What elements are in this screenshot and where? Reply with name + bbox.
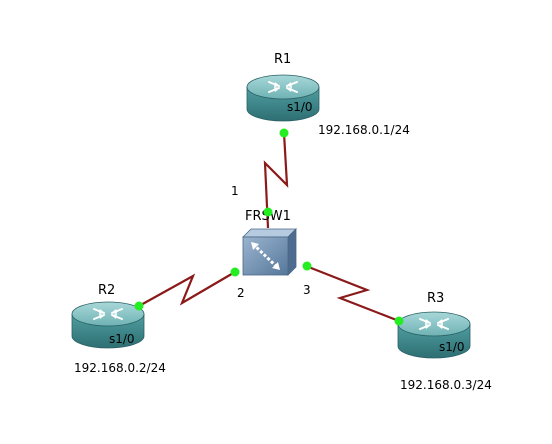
ip-label: 192.168.0.2/24 [74,361,166,375]
port-indicators [134,128,404,326]
port-dot-r3 [394,316,404,326]
router-r1[interactable]: R1 s1/0 192.168.0.1/24 [246,52,410,137]
router-icon [246,74,320,122]
ip-label: 192.168.0.3/24 [400,378,492,392]
ip-label: 192.168.0.1/24 [318,123,410,137]
port-dot-frsw1-3 [302,261,312,271]
port-label-2: 2 [237,286,245,300]
port-dot-frsw1-1 [263,207,273,217]
interface-label: s1/0 [287,100,313,114]
switch-label: FRSW1 [245,209,291,224]
router-label: R1 [274,52,291,67]
link-r1-frsw1[interactable] [263,132,289,229]
port-dot-r2 [134,301,144,311]
router-r3[interactable]: R3 s1/0 192.168.0.3/24 [397,291,492,392]
port-dot-frsw1-2 [230,267,240,277]
port-label-1: 1 [231,184,239,198]
router-label: R3 [427,291,444,306]
router-label: R2 [98,283,115,298]
switch-icon [242,228,297,276]
interface-label: s1/0 [439,340,465,354]
link-r2-frsw1[interactable] [138,271,236,307]
interface-label: s1/0 [109,332,135,346]
port-dot-r1 [279,128,289,138]
router-r2[interactable]: R2 s1/0 192.168.0.2/24 [71,283,166,375]
links [138,132,400,323]
link-r3-frsw1[interactable] [305,264,400,323]
frame-relay-switch-frsw1[interactable]: FRSW1 1 2 3 [231,184,311,300]
port-label-3: 3 [303,283,311,297]
